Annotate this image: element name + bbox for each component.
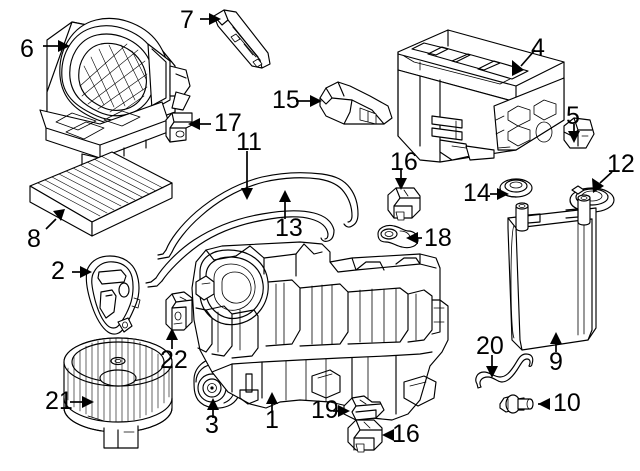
callout-9[interactable]: 9 — [549, 348, 563, 376]
callout-6[interactable]: 6 — [20, 35, 34, 63]
part-grommet-seal[interactable] — [377, 224, 419, 249]
part-heater-hose-lower[interactable] — [145, 210, 335, 288]
callout-17[interactable]: 17 — [214, 109, 242, 137]
callout-20[interactable]: 20 — [476, 332, 504, 360]
part-heater-ac-housing-case[interactable] — [191, 241, 449, 421]
part-cabin-air-filter[interactable] — [29, 151, 173, 237]
part-actuator-motor-lower-right[interactable] — [347, 419, 383, 453]
callout-18[interactable]: 18 — [424, 224, 452, 252]
part-defroster-duct[interactable] — [319, 81, 393, 125]
callout-4[interactable]: 4 — [531, 34, 545, 62]
callout-16[interactable]: 16 — [390, 148, 418, 176]
part-resistor-module[interactable] — [165, 291, 193, 331]
part-air-inlet-blower-housing[interactable] — [39, 17, 191, 173]
part-mounting-bracket[interactable] — [85, 255, 141, 335]
part-retainer-clip[interactable] — [165, 112, 193, 143]
part-seal-o-ring-small[interactable] — [499, 178, 533, 198]
callout-19[interactable]: 19 — [311, 396, 339, 424]
callout-3[interactable]: 3 — [205, 411, 219, 439]
callout-2[interactable]: 2 — [51, 257, 65, 285]
part-actuator-motor-upper[interactable] — [387, 187, 421, 221]
callout-1[interactable]: 1 — [265, 406, 279, 434]
callout-15[interactable]: 15 — [272, 86, 300, 114]
part-duct-bracket-rail[interactable] — [213, 9, 271, 69]
part-evaporator-core-case[interactable] — [397, 29, 565, 163]
callout-21[interactable]: 21 — [45, 387, 73, 415]
part-heater-hose-upper[interactable] — [157, 172, 359, 260]
part-valve-fitting[interactable] — [499, 394, 534, 414]
callout-13[interactable]: 13 — [275, 214, 303, 242]
part-actuator-motor-lower-left[interactable] — [343, 395, 385, 421]
callout-16-lower[interactable]: 16 — [392, 420, 420, 448]
part-blower-motor-assembly[interactable] — [63, 337, 173, 449]
callout-11[interactable]: 11 — [236, 128, 262, 156]
callout-10[interactable]: 10 — [553, 389, 581, 417]
callout-14[interactable]: 14 — [463, 179, 491, 207]
callout-8[interactable]: 8 — [27, 225, 41, 253]
callout-7[interactable]: 7 — [180, 6, 194, 34]
callout-12[interactable]: 12 — [607, 150, 635, 178]
callout-5[interactable]: 5 — [566, 102, 580, 130]
callout-22[interactable]: 22 — [160, 346, 188, 374]
part-heater-core[interactable] — [507, 194, 597, 351]
